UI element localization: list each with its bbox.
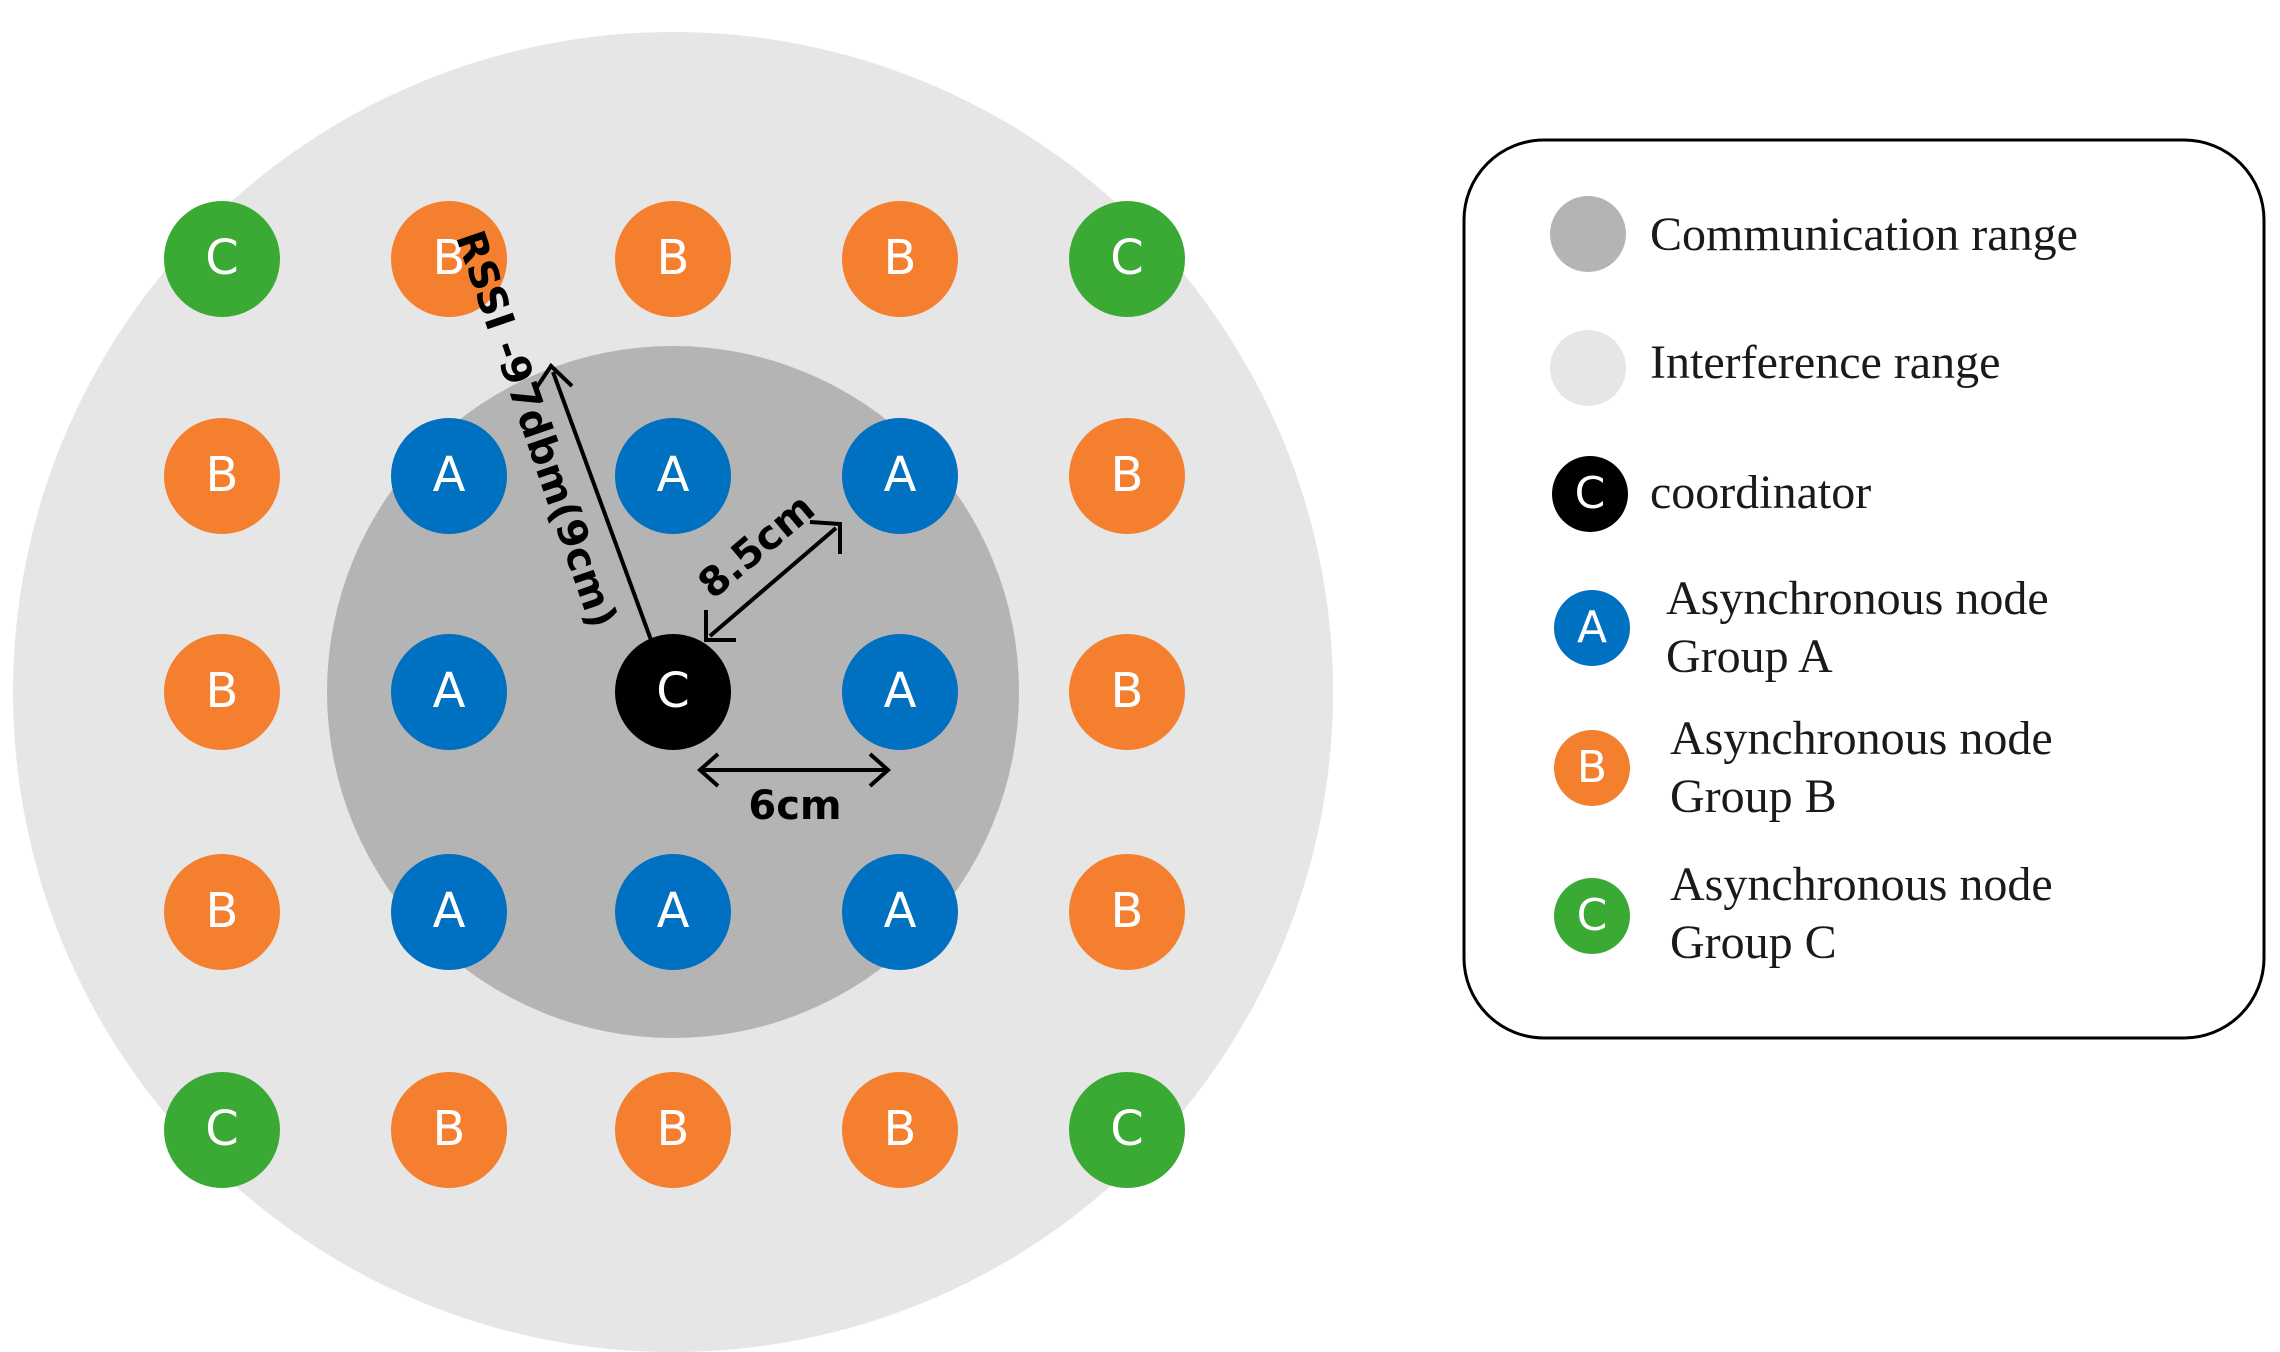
group-a-swatch-letter: A	[1577, 602, 1607, 653]
group-c-node-label: C	[205, 1101, 239, 1157]
node-grid: C B B B C B A A A B B A C A B B A A A B C B B B C	[164, 201, 1185, 1188]
legend-group-a-line1: Asynchronous node	[1666, 572, 2049, 625]
communication-range-swatch	[1550, 196, 1626, 272]
group-a-node-label: A	[657, 883, 690, 939]
group-b-node-label: B	[433, 230, 466, 286]
horizontal-distance-label: 6cm	[748, 783, 841, 829]
legend-group-a-line2: Group A	[1666, 630, 1833, 683]
group-b-node	[1069, 854, 1185, 970]
group-b-node	[164, 634, 280, 750]
coordinator-node-label: C	[656, 663, 690, 719]
legend-box	[1462, 138, 2266, 1040]
group-a-node-label: A	[433, 447, 466, 503]
group-b-node-label: B	[206, 663, 239, 719]
group-a-node	[615, 418, 731, 534]
interference-range-swatch	[1550, 330, 1626, 406]
horizontal-distance-arrow	[696, 752, 892, 788]
legend-group-b-line2: Group B	[1670, 770, 1837, 823]
group-b-node	[164, 418, 280, 534]
legend-coordinator: coordinator	[1650, 466, 1871, 519]
group-a-node-label: A	[884, 447, 917, 503]
legend-group-c-line1: Asynchronous node	[1670, 858, 2053, 911]
group-c-swatch-letter: C	[1577, 890, 1608, 941]
group-c-node-label: C	[1110, 230, 1144, 286]
group-c-node	[164, 1072, 280, 1188]
group-c-swatch	[1554, 878, 1630, 954]
legend-communication-range: Communication range	[1650, 208, 2078, 261]
group-a-node-label: A	[657, 447, 690, 503]
rssi-arrow	[533, 362, 653, 641]
group-b-node-label: B	[1111, 663, 1144, 719]
group-a-node	[842, 634, 958, 750]
group-c-node	[1069, 1072, 1185, 1188]
group-b-node-label: B	[657, 230, 690, 286]
legend-interference-range: Interference range	[1650, 336, 2000, 389]
group-b-node	[1069, 634, 1185, 750]
group-c-node-label: C	[205, 230, 239, 286]
group-c-node	[1069, 201, 1185, 317]
group-a-swatch	[1554, 590, 1630, 666]
group-b-node	[615, 1072, 731, 1188]
group-b-node-label: B	[884, 230, 917, 286]
group-b-swatch	[1554, 730, 1630, 806]
group-b-node-label: B	[884, 1101, 917, 1157]
group-a-node-label: A	[884, 663, 917, 719]
group-b-node-label: B	[206, 883, 239, 939]
group-a-node	[391, 634, 507, 750]
group-b-swatch-letter: B	[1577, 742, 1607, 793]
group-b-node	[842, 201, 958, 317]
coordinator-node	[615, 634, 731, 750]
group-b-node	[391, 1072, 507, 1188]
group-b-node-label: B	[433, 1101, 466, 1157]
group-b-node	[842, 1072, 958, 1188]
group-b-node	[1069, 418, 1185, 534]
group-a-node-label: A	[884, 883, 917, 939]
legend-group-c-line2: Group C	[1670, 916, 1837, 969]
group-c-node	[164, 201, 280, 317]
group-a-node	[842, 854, 958, 970]
group-b-node	[164, 854, 280, 970]
legend: Communication range Interference range C…	[1462, 138, 2266, 1040]
legend-group-b-line1: Asynchronous node	[1670, 712, 2053, 765]
group-b-node	[615, 201, 731, 317]
group-a-node	[842, 418, 958, 534]
group-c-node-label: C	[1110, 1101, 1144, 1157]
group-b-node-label: B	[1111, 447, 1144, 503]
diagonal-distance-arrow	[704, 520, 842, 642]
group-b-node	[391, 201, 507, 317]
group-a-node	[391, 854, 507, 970]
group-b-node-label: B	[1111, 883, 1144, 939]
group-a-node	[615, 854, 731, 970]
coordinator-swatch-letter: C	[1575, 468, 1606, 519]
group-a-node-label: A	[433, 883, 466, 939]
coordinator-swatch	[1552, 456, 1628, 532]
group-b-node-label: B	[657, 1101, 690, 1157]
group-a-node	[391, 418, 507, 534]
group-b-node-label: B	[206, 447, 239, 503]
group-a-node-label: A	[433, 663, 466, 719]
